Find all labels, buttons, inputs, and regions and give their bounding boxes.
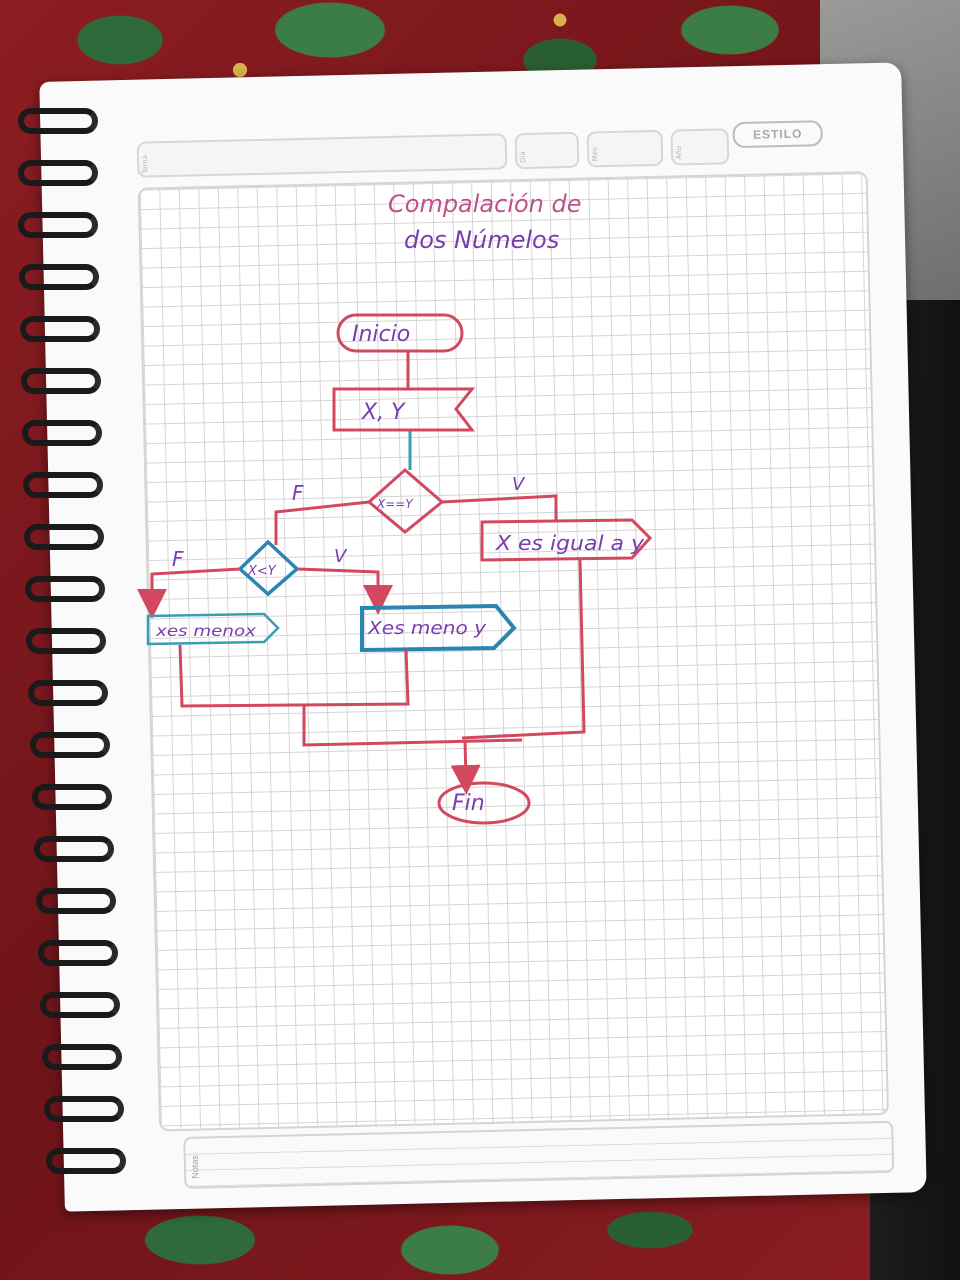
connector-true-equal — [441, 494, 558, 520]
spiral-coil — [26, 628, 106, 654]
end-label: Fin — [452, 791, 485, 816]
spiral-coil — [18, 108, 98, 134]
spiral-coil — [44, 1096, 124, 1122]
output-less: Xes meno y — [360, 603, 517, 653]
connector-merge-center — [302, 705, 523, 747]
output-greater: xes menox — [146, 612, 280, 646]
spiral-coil — [22, 420, 102, 446]
output-greater-label: xes menox — [155, 622, 256, 640]
spiral-coil — [23, 472, 103, 498]
spiral-coil — [28, 680, 108, 706]
diagram-title-line1: Compalación de — [388, 190, 582, 218]
spiral-coil — [20, 316, 100, 342]
spiral-coil — [46, 1148, 126, 1174]
end-terminal: Fin — [437, 781, 531, 825]
spiral-coil — [25, 576, 105, 602]
input-label: X, Y — [361, 400, 406, 425]
label-false-1: F — [292, 481, 304, 505]
spiral-coil — [40, 992, 120, 1018]
spiral-coil — [38, 940, 118, 966]
decision-equal: X==Y — [366, 468, 445, 534]
spiral-coil — [42, 1044, 122, 1070]
start-terminal: Inicio — [336, 313, 464, 353]
diagram-title-line2: dos Númelos — [404, 226, 559, 254]
label-false-2: F — [172, 547, 184, 571]
spiral-coil — [24, 524, 104, 550]
spiral-coil — [21, 368, 101, 394]
decision-equal-label: X==Y — [376, 497, 414, 511]
connector-merge-right — [461, 559, 586, 740]
connector-false-equal — [274, 500, 370, 545]
spiral-coil — [36, 888, 116, 914]
input-shape: X, Y — [332, 387, 476, 432]
start-label: Inicio — [352, 322, 410, 347]
output-equal: X es igual a y — [480, 518, 653, 562]
connector-merge-left — [178, 644, 410, 708]
spiral-coil — [32, 784, 112, 810]
decision-less-label: X<Y — [247, 564, 277, 579]
label-true-2: V — [334, 546, 348, 567]
spiral-coil — [18, 212, 98, 238]
connector-to-end — [450, 739, 481, 795]
spiral-coil — [18, 160, 98, 186]
spiral-binding — [14, 108, 126, 1208]
connector-false-less — [137, 567, 241, 619]
output-less-label: Xes meno y — [367, 618, 486, 639]
decision-less: X<Y — [237, 539, 300, 597]
label-true-1: V — [512, 474, 526, 495]
spiral-coil — [30, 732, 110, 758]
spiral-coil — [34, 836, 114, 862]
connector-true-less — [296, 567, 393, 615]
output-equal-label: X es igual a y — [495, 531, 645, 555]
spiral-coil — [19, 264, 99, 290]
